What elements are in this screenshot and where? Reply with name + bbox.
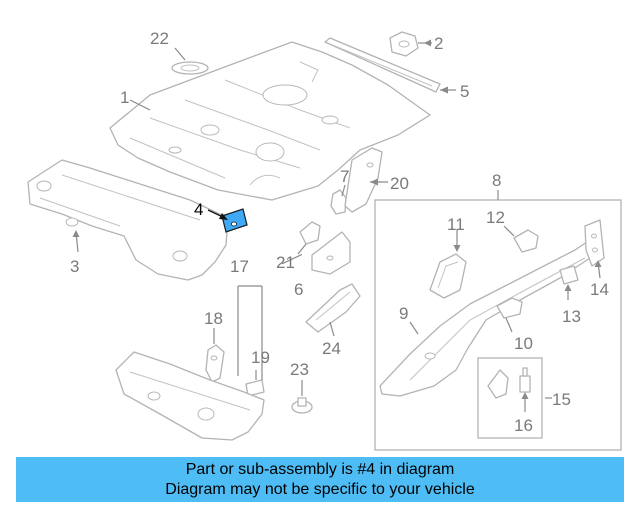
callout-2: 2 xyxy=(434,34,443,53)
part-19[interactable] xyxy=(245,379,265,397)
part-11[interactable] xyxy=(429,253,467,299)
part-4-bracket[interactable] xyxy=(221,208,248,233)
parts-diagram: 1 22 2 5 3 4 7 20 21 6 24 17 18 19 23 8 … xyxy=(27,29,622,451)
callout-19: 19 xyxy=(251,348,270,367)
part-20[interactable] xyxy=(344,147,383,213)
part-3-rear-panel[interactable] xyxy=(27,159,229,281)
part-14[interactable] xyxy=(584,219,605,267)
banner-line-1: Part or sub-assembly is #4 in diagram xyxy=(185,461,455,478)
callout-9: 9 xyxy=(399,304,408,323)
callout-7: 7 xyxy=(340,167,349,186)
callout-12: 12 xyxy=(486,208,505,227)
part-1-rear-floor-pan[interactable] xyxy=(109,41,431,201)
part-13[interactable] xyxy=(559,265,579,285)
part-23-clip[interactable] xyxy=(291,397,313,414)
part-15-group-box xyxy=(477,357,543,439)
callout-14: 14 xyxy=(590,280,609,299)
callout-22: 22 xyxy=(150,29,169,48)
callout-13: 13 xyxy=(562,307,581,326)
callout-20: 20 xyxy=(390,174,409,193)
part-6[interactable] xyxy=(311,231,351,275)
callout-23: 23 xyxy=(290,360,309,379)
callout-5: 5 xyxy=(460,82,469,101)
part-18[interactable] xyxy=(205,344,225,383)
part-5-crossmember[interactable] xyxy=(324,37,441,93)
callout-21: 21 xyxy=(276,253,295,272)
part-7[interactable] xyxy=(330,189,347,215)
part-10[interactable] xyxy=(496,297,523,319)
callout-16: 16 xyxy=(514,416,533,435)
callout-24: 24 xyxy=(322,339,341,358)
part-22[interactable] xyxy=(171,61,209,75)
callout-15: 15 xyxy=(552,390,571,409)
callout-3: 3 xyxy=(70,257,79,276)
callout-11: 11 xyxy=(447,215,465,234)
callout-6: 6 xyxy=(294,280,303,299)
part-16-bolt[interactable] xyxy=(519,367,531,393)
part-12[interactable] xyxy=(513,229,539,253)
callout-17: 17 xyxy=(230,257,249,276)
part-15-bracket[interactable] xyxy=(487,369,509,399)
callout-10: 10 xyxy=(514,334,533,353)
part-17-assembly[interactable] xyxy=(115,351,265,441)
callout-4: 4 xyxy=(194,200,203,219)
part-2[interactable] xyxy=(389,31,419,57)
info-banner: Part or sub-assembly is #4 in diagram Di… xyxy=(16,457,624,502)
callout-8: 8 xyxy=(492,171,501,190)
callout-1: 1 xyxy=(120,88,129,107)
part-21[interactable] xyxy=(299,221,321,245)
leader-part-4 xyxy=(207,209,228,220)
banner-line-2: Diagram may not be specific to your vehi… xyxy=(165,481,475,498)
part-24[interactable] xyxy=(305,283,361,333)
callout-labels: 1 22 2 5 3 4 7 20 21 6 24 17 18 19 23 8 … xyxy=(70,29,609,435)
callout-18: 18 xyxy=(204,309,223,328)
leader-lines xyxy=(75,42,601,412)
leader-arrowheads xyxy=(72,39,602,399)
